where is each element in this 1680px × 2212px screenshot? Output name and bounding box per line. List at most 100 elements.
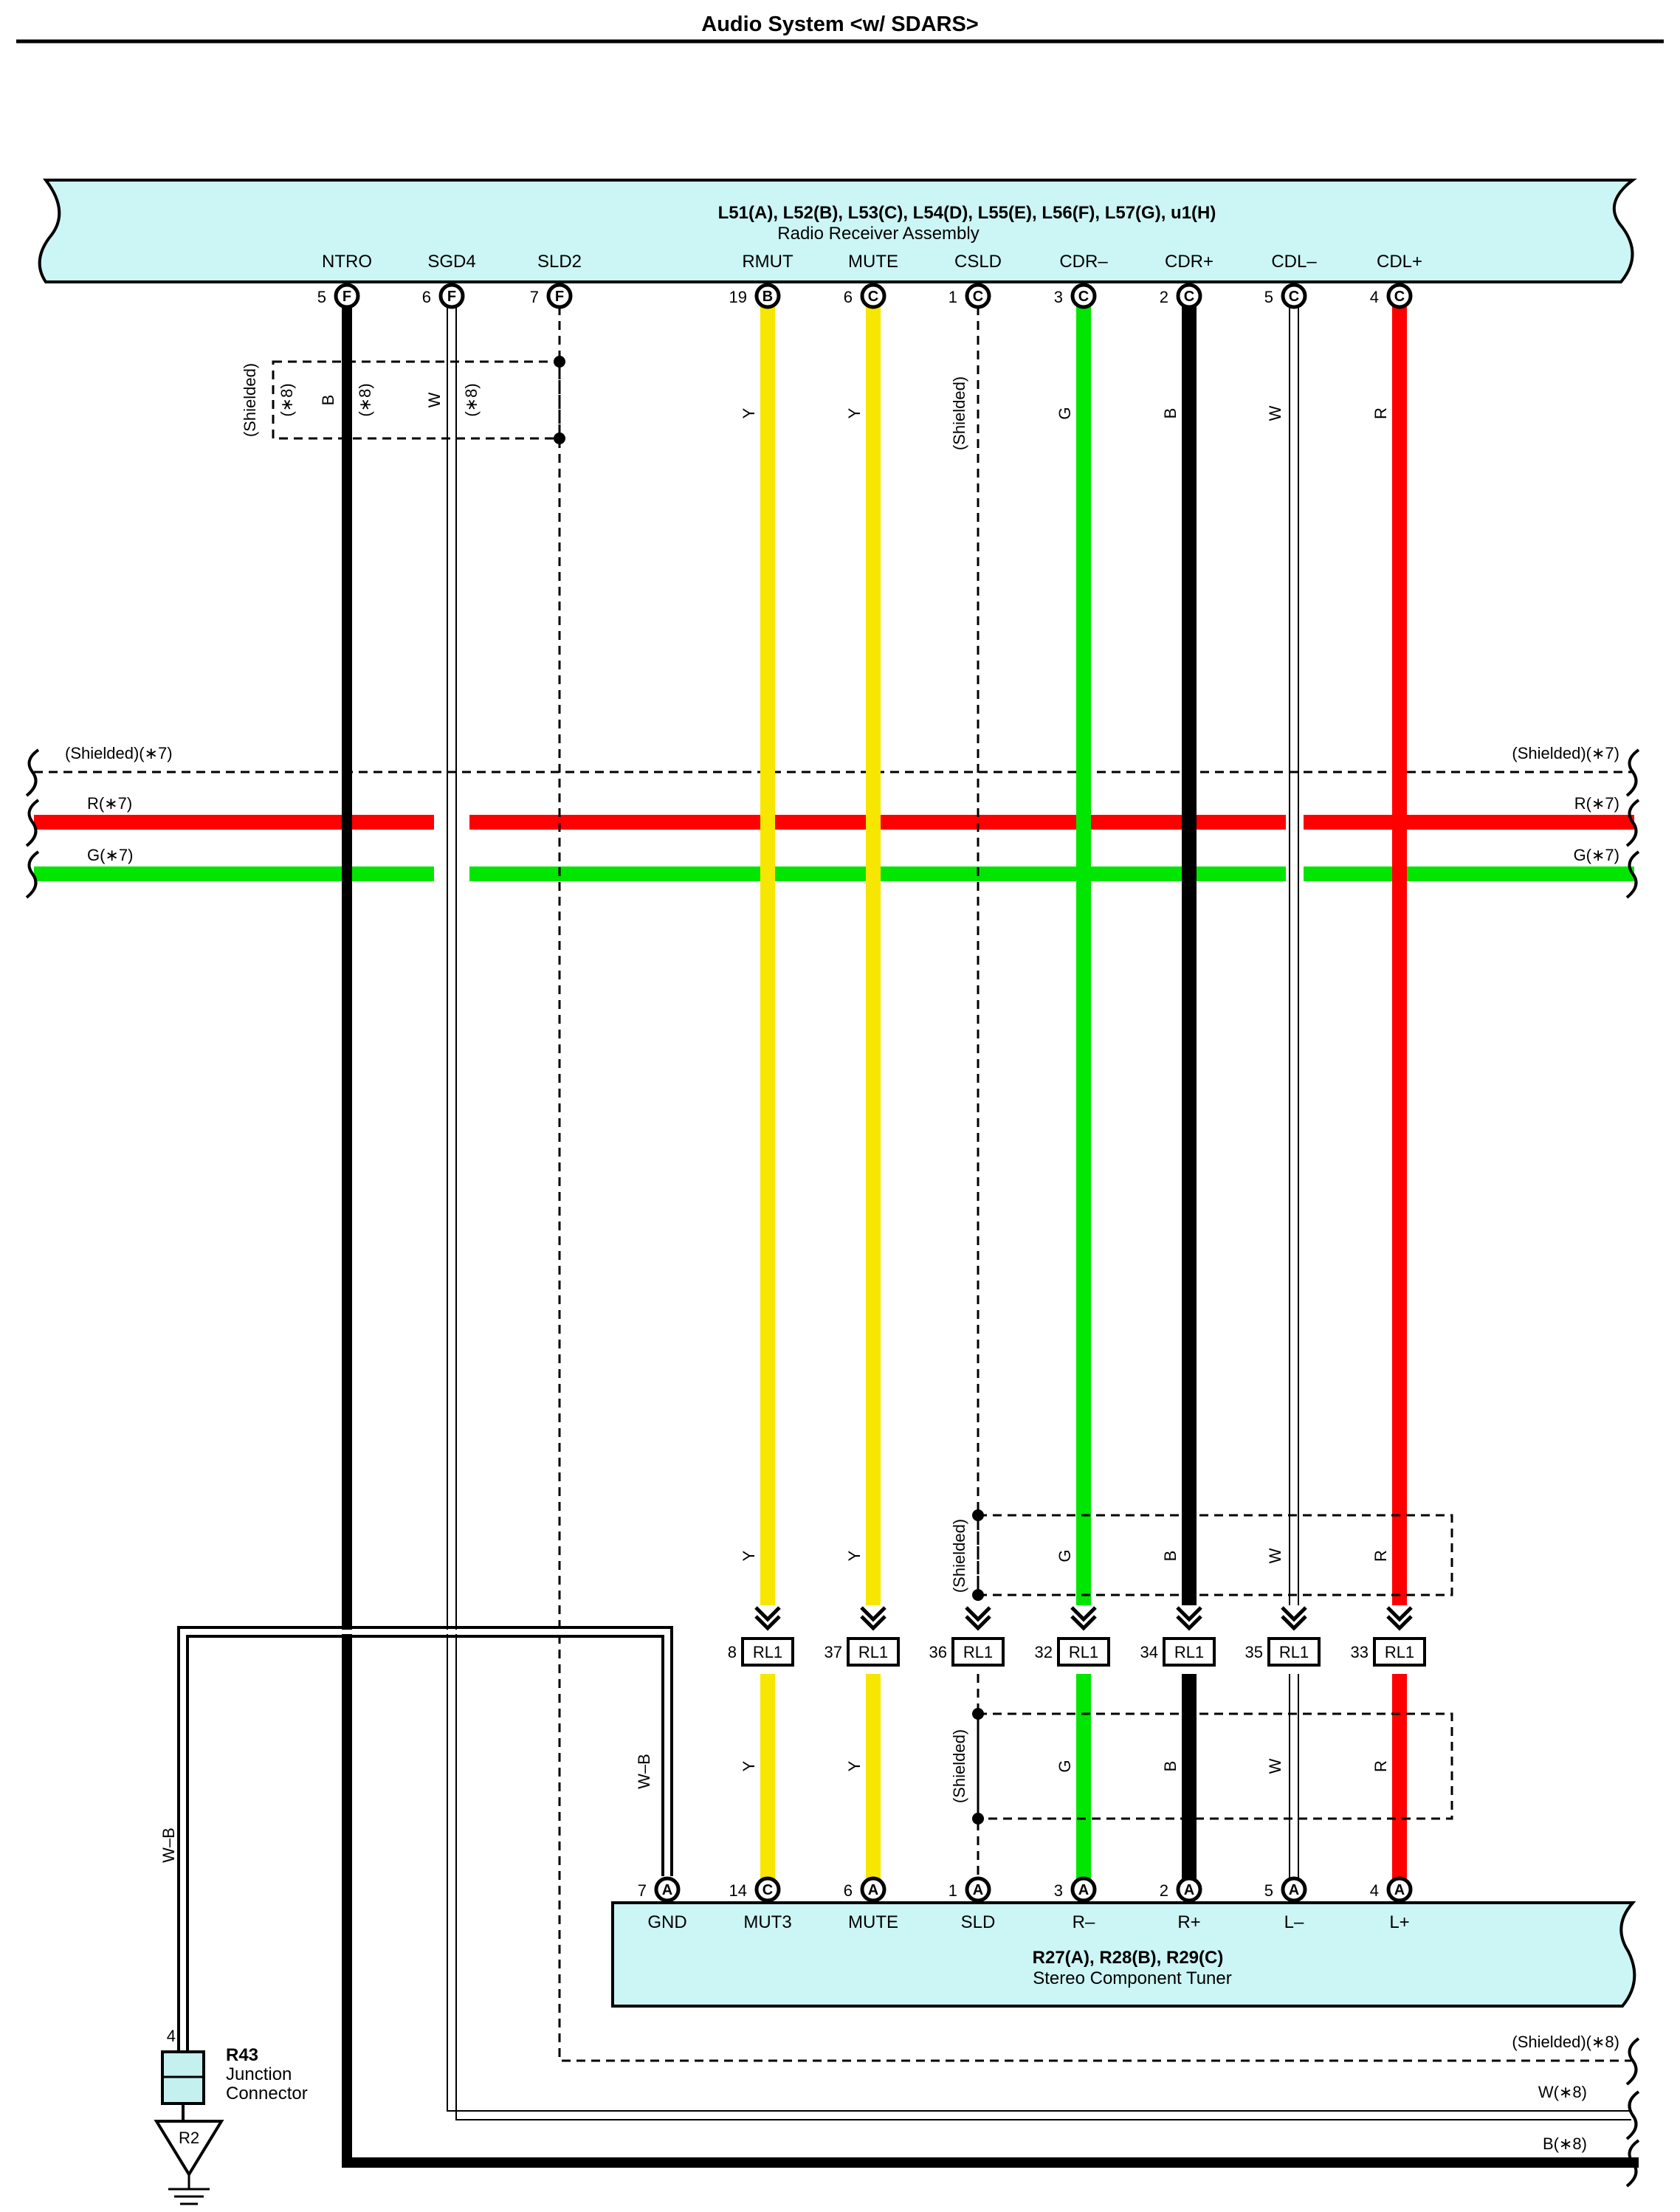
csld-pin: 1 — [949, 288, 957, 306]
terminal-label-cdr-plus: CDR+ — [1165, 252, 1213, 272]
tuner-label-r-minus: R– — [1073, 1912, 1095, 1932]
tuner-terminal-circles: A C A A A A A A 7 14 6 1 3 2 5 4 — [638, 1876, 1413, 1903]
relay-lower-mute-color: Y — [845, 1760, 864, 1771]
ground-id: R2 — [179, 2129, 199, 2147]
tuner-label-l-plus: L+ — [1389, 1912, 1409, 1932]
relay-connectors: RL1 RL1 RL1 RL1 RL1 RL1 RL1 8 37 36 32 3… — [728, 1606, 1426, 1667]
terminal-label-csld: CSLD — [954, 252, 1002, 272]
radio-receiver-terminals: NTRO SGD4 SLD2 RMUT MUTE CSLD CDR– CDR+ … — [322, 252, 1422, 272]
terminal-label-ntro: NTRO — [322, 252, 372, 272]
bus-label-b8: B(∗8) — [1543, 2135, 1587, 2153]
gnd-pin: 7 — [638, 1881, 647, 1900]
tuner-mute-conn: A — [868, 1882, 878, 1898]
bus-label-shielded7-right: (Shielded)(∗7) — [1512, 744, 1619, 762]
cdl-minus-pin: 5 — [1264, 288, 1273, 306]
relay-rl1-37: RL1 — [858, 1643, 888, 1661]
relay-rl1-32: RL1 — [1069, 1643, 1098, 1661]
relay-lower-r-minus-color: G — [1056, 1760, 1074, 1772]
tuner-terminal-labels: GND MUT3 MUTE SLD R– R+ L– L+ — [647, 1912, 1409, 1932]
terminal-label-cdl-plus: CDL+ — [1377, 252, 1422, 272]
l-plus-pin: 4 — [1370, 1881, 1379, 1900]
bus-label-shielded7-left: (Shielded)(∗7) — [65, 744, 173, 762]
bus-label-g7-right: G(∗7) — [1574, 846, 1619, 864]
cdr-plus-wire-color: B — [1161, 408, 1180, 419]
mut3-conn: C — [762, 1882, 773, 1898]
gnd-conn: A — [662, 1882, 672, 1898]
sgd4-conn: F — [447, 289, 456, 305]
relay-upper-shield-label: (Shielded) — [950, 1519, 968, 1593]
terminal-label-mute: MUTE — [848, 252, 898, 272]
terminal-label-sld2: SLD2 — [537, 252, 582, 272]
radio-receiver-name: Radio Receiver Assembly — [777, 224, 979, 244]
cdr-minus-pin: 3 — [1054, 288, 1063, 306]
stereo-component-tuner: R27(A), R28(B), R29(C) Stereo Component … — [611, 1901, 1636, 2008]
gnd-wire-color: W–B — [635, 1754, 653, 1789]
cdl-minus-wire-color: W — [1266, 405, 1284, 421]
relay-rl1-36: RL1 — [963, 1643, 993, 1661]
cdr-minus-wire-color: G — [1056, 407, 1074, 419]
l-minus-conn: A — [1289, 1882, 1299, 1898]
relay-pin-36: 36 — [929, 1643, 947, 1661]
vertical-wires — [177, 306, 1639, 2168]
tuner-label-r-plus: R+ — [1177, 1912, 1200, 1932]
relay-rl1-35: RL1 — [1279, 1643, 1309, 1661]
r-minus-pin: 3 — [1054, 1881, 1063, 1900]
cdl-plus-wire-color: R — [1371, 407, 1390, 419]
radio-terminal-circles: F F F B C C C C C C 5 6 7 19 6 1 3 2 5 4 — [317, 283, 1413, 309]
relay-pin-35: 35 — [1245, 1643, 1263, 1661]
junction-connector-r43: 4 R43 Junction Connector — [161, 2027, 308, 2121]
relay-lower-l-minus-color: W — [1266, 1758, 1284, 1774]
bus-label-g7-left: G(∗7) — [87, 846, 133, 864]
upper-shield-note8: (∗8) — [278, 383, 296, 416]
relay-upper-cdl-minus-color: W — [1266, 1548, 1284, 1563]
relay-pin-32: 32 — [1035, 1643, 1053, 1661]
radio-receiver-assembly: L51(A), L52(B), L53(C), L54(D), L55(E), … — [38, 179, 1637, 283]
terminal-label-cdl-minus: CDL– — [1271, 252, 1317, 272]
tuner-name: Stereo Component Tuner — [1033, 1968, 1232, 1988]
cdr-minus-conn: C — [1078, 289, 1089, 305]
ground-r2: R2 — [154, 2120, 224, 2205]
tuner-mute-pin: 6 — [844, 1881, 853, 1900]
junction-name-line2: Connector — [226, 2084, 308, 2104]
junction-wire-color: W–B — [159, 1827, 178, 1863]
relay-rl1-33: RL1 — [1385, 1643, 1414, 1661]
ntro-wire-color: B — [319, 395, 337, 406]
tuner-label-gnd: GND — [647, 1912, 686, 1932]
cdr-plus-pin: 2 — [1160, 288, 1168, 306]
page-title: Audio System <w/ SDARS> — [701, 13, 979, 36]
rmut-wire-color: Y — [740, 407, 758, 418]
sgd4-pin: 6 — [422, 288, 431, 306]
l-plus-conn: A — [1394, 1882, 1405, 1898]
relay-lower-l-plus-color: R — [1371, 1760, 1390, 1772]
relay-upper-cdr-minus-color: G — [1056, 1549, 1074, 1562]
ntro-conn: F — [342, 289, 351, 305]
relay-upper-mute-color: Y — [845, 1550, 864, 1561]
relay-lower-mut-color: Y — [740, 1760, 758, 1771]
sld-conn: A — [973, 1882, 983, 1898]
tuner-label-mut3: MUT3 — [743, 1912, 791, 1932]
tuner-label-l-minus: L– — [1284, 1912, 1304, 1932]
relay-lower-r-plus-color: B — [1161, 1761, 1180, 1772]
bus-lines-8: (Shielded)(∗8) W(∗8) B(∗8) — [1512, 2033, 1640, 2188]
rmut-conn: B — [762, 289, 773, 305]
tuner-label-sld: SLD — [961, 1912, 996, 1932]
relay-upper-rmut-color: Y — [740, 1550, 758, 1561]
mute-wire-color: Y — [845, 407, 864, 418]
ntro-note8: (∗8) — [356, 383, 374, 416]
radio-receiver-connectors: L51(A), L52(B), L53(C), L54(D), L55(E), … — [718, 203, 1216, 223]
sgd4-note8: (∗8) — [462, 383, 481, 416]
sld2-conn: F — [555, 289, 564, 305]
relay-lower-shield: (Shielded) Y Y G B W R — [740, 1708, 1453, 1825]
terminal-label-rmut: RMUT — [742, 252, 793, 272]
bus-label-w8: W(∗8) — [1538, 2083, 1587, 2101]
bus-label-shielded8: (Shielded)(∗8) — [1512, 2033, 1619, 2051]
relay-pin-34: 34 — [1140, 1643, 1158, 1661]
junction-name-line1: Junction — [226, 2064, 292, 2084]
sld2-pin: 7 — [530, 288, 539, 306]
mut3-pin: 14 — [729, 1881, 747, 1900]
csld-wire-color: (Shielded) — [950, 376, 968, 450]
tuner-connectors: R27(A), R28(B), R29(C) — [1033, 1948, 1224, 1968]
relay-upper-shield: (Shielded) Y Y G B W R — [740, 1509, 1453, 1601]
